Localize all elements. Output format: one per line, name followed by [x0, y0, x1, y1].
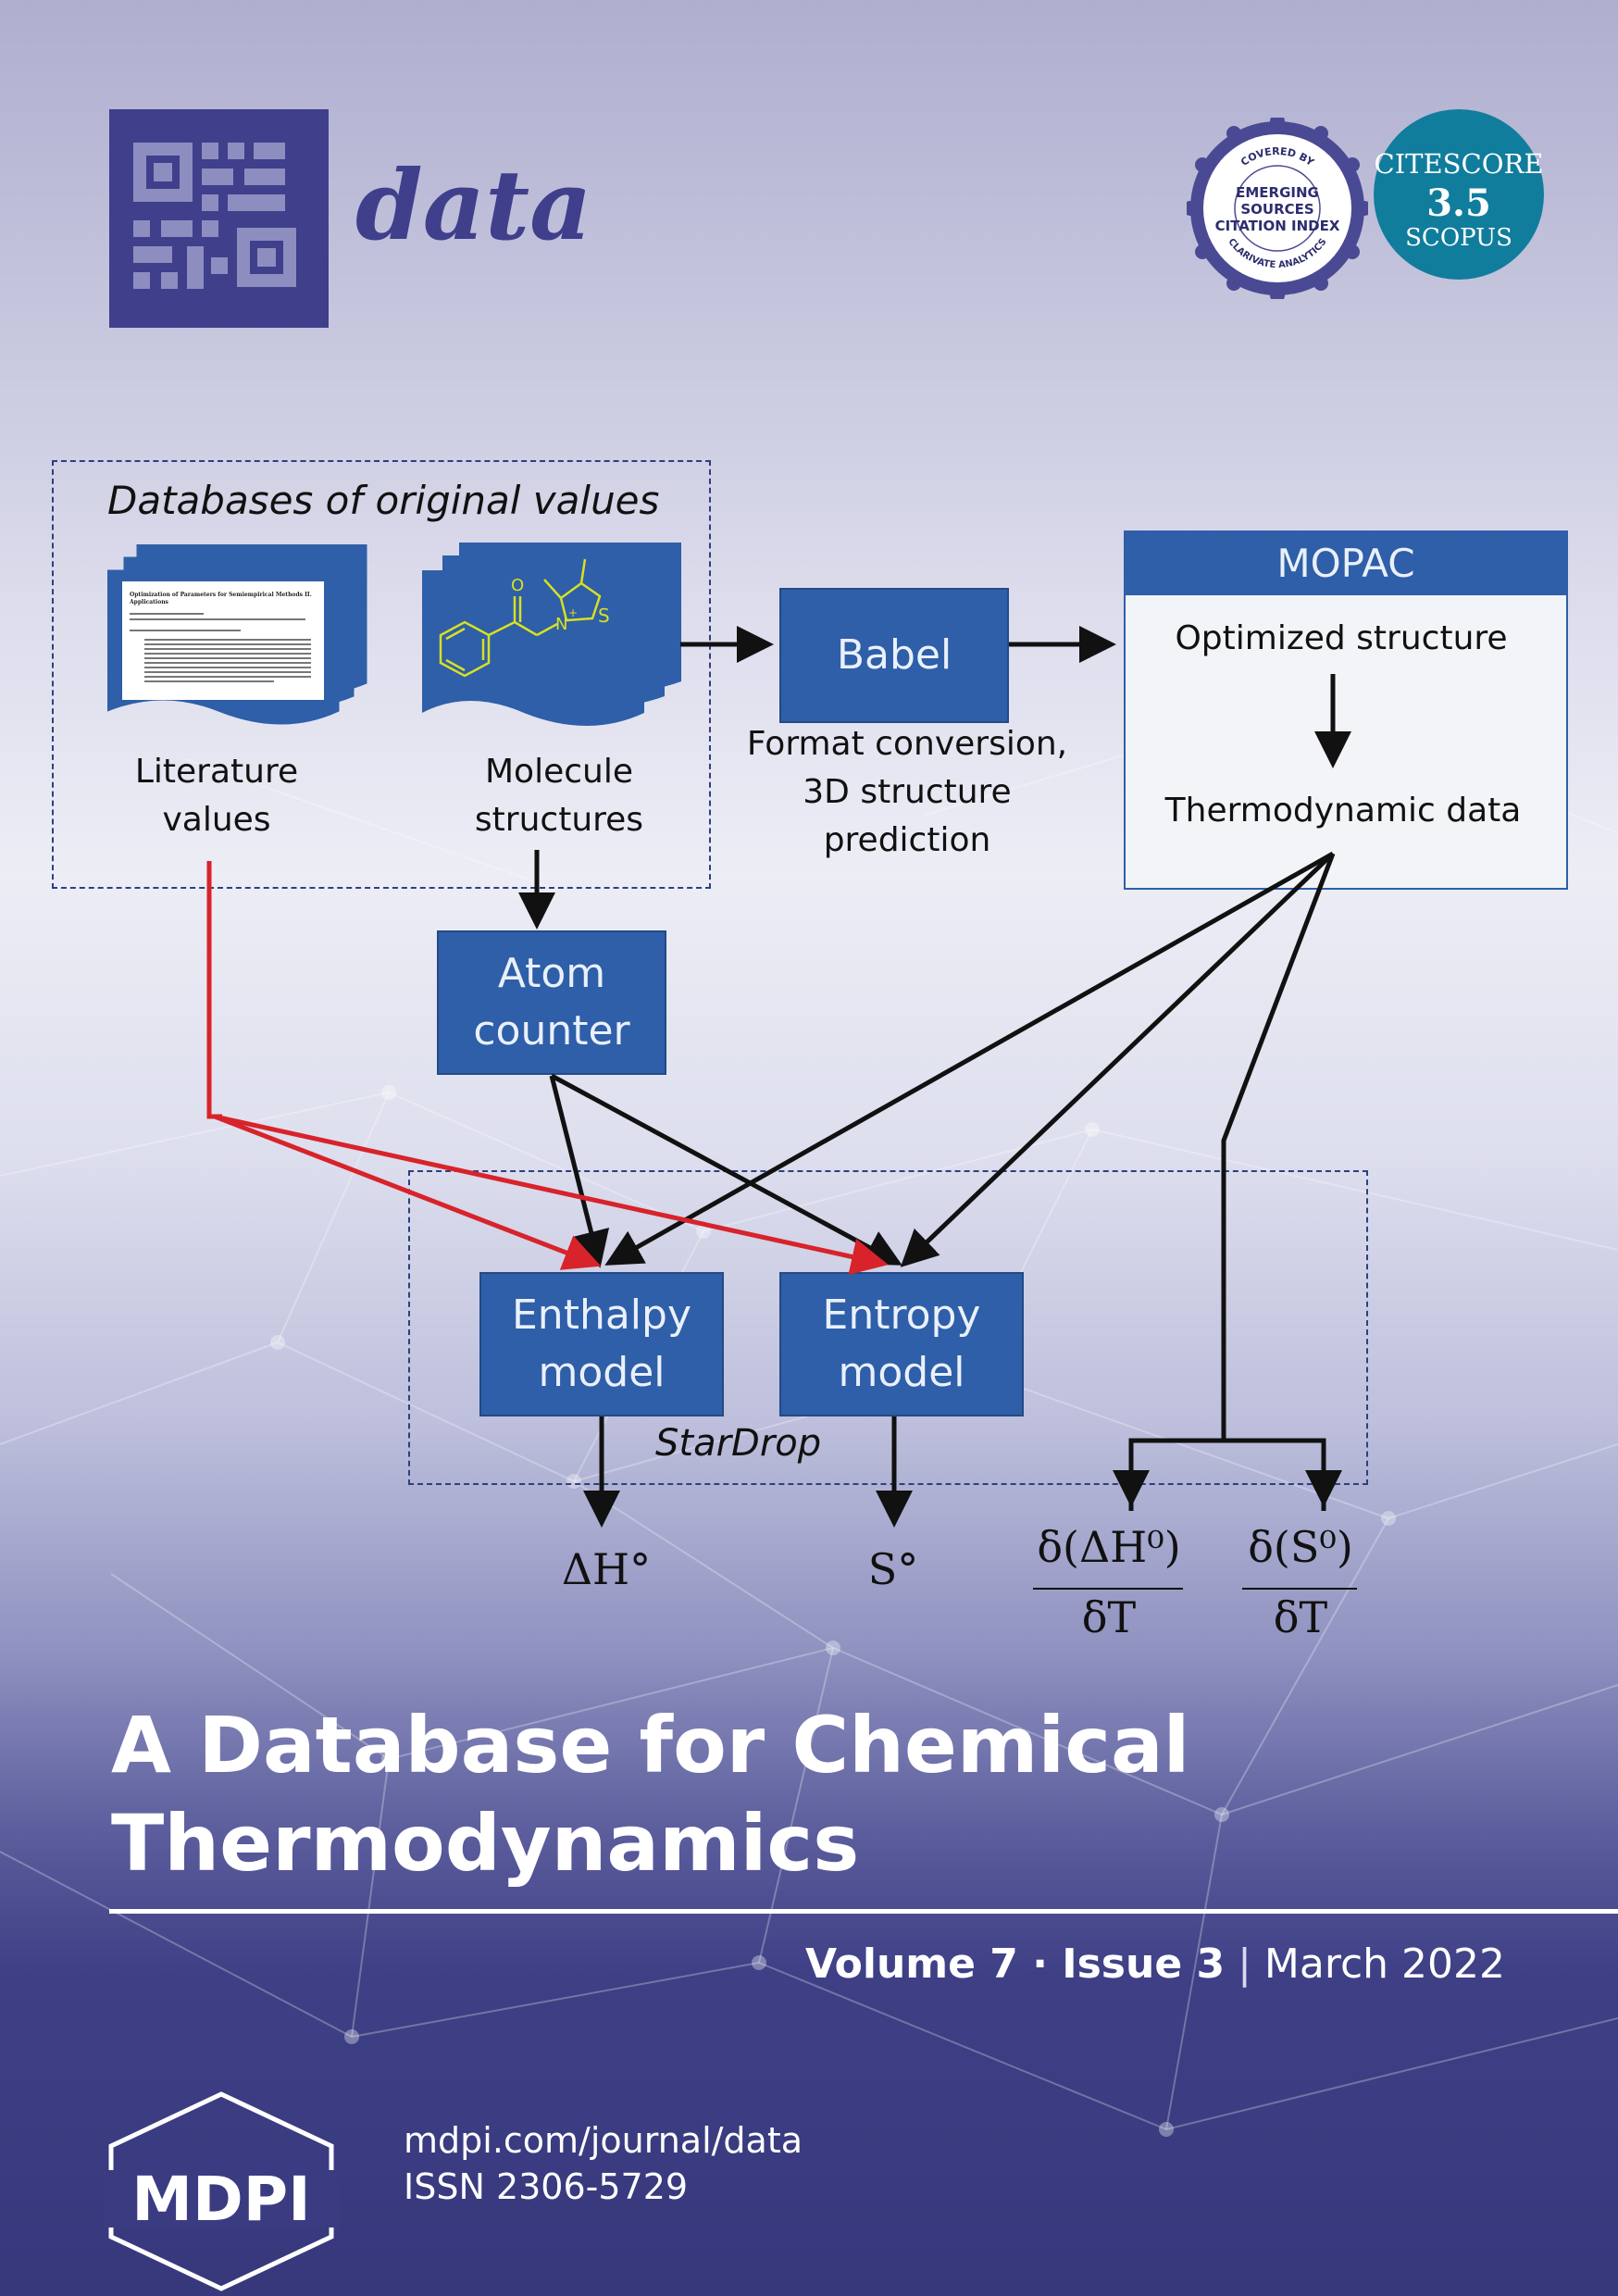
issue-number: Issue 3 — [1062, 1940, 1226, 1988]
issue-info: Volume 7 · Issue 3 | March 2022 — [804, 1940, 1505, 1988]
babel-box: Babel — [779, 588, 1009, 723]
optimized-structure-label: Optimized structure — [1175, 619, 1508, 657]
databases-group — [52, 460, 711, 889]
esci-line3: CITATION INDEX — [1215, 218, 1340, 234]
journal-name: data — [355, 148, 592, 262]
fraction-bar-entropy — [1242, 1588, 1357, 1590]
babel-label: Babel — [836, 631, 952, 680]
bracket-derivatives — [1128, 1438, 1326, 1511]
journal-logo — [109, 109, 329, 328]
atom-o-label: O — [511, 576, 524, 595]
literature-document-icon: Optimization of Parameters for Semiempir… — [107, 544, 367, 725]
doc-paper-title: Optimization of Parameters for Semiempir… — [129, 592, 314, 605]
journal-url[interactable]: mdpi.com/journal/data — [404, 2120, 803, 2161]
issn: ISSN 2306-5729 — [404, 2166, 689, 2207]
atom-n-label: N — [555, 615, 567, 634]
mdpi-wordmark: MDPI — [131, 2164, 310, 2235]
esci-line1: EMERGING — [1236, 184, 1319, 201]
fraction-bar-enthalpy — [1033, 1588, 1183, 1590]
output-entropy: S° — [867, 1544, 919, 1594]
arrow-atomcounter-to-entropy — [550, 1073, 902, 1266]
output-dentropy-numerator: δ(S⁰) — [1248, 1522, 1353, 1572]
citescore-badge: CITESCORE 3.5 SCOPUS — [1374, 109, 1544, 280]
volume: Volume 7 — [804, 1940, 1018, 1988]
arrow-atomcounter-to-enthalpy — [549, 1075, 610, 1268]
output-denthalpy-denominator: δT — [1081, 1592, 1137, 1642]
citescore-label: CITESCORE — [1374, 148, 1544, 180]
red-line-literature — [206, 861, 222, 1119]
mdpi-logo: MDPI — [104, 2091, 339, 2291]
red-arrow-to-entropy — [214, 1114, 889, 1276]
molecule-structure-icon: O N + S — [422, 543, 681, 726]
arrow-thermo-to-entropy — [900, 852, 1335, 1267]
mopac-header: MOPAC — [1126, 532, 1566, 595]
esci-badge: COVERED BY EMERGING SOURCES CITATION IND… — [1187, 118, 1368, 299]
line-thermo-to-derivatives — [1221, 853, 1336, 1441]
mopac-panel: MOPAC — [1124, 530, 1568, 890]
output-denthalpy-numerator: δ(ΔH⁰) — [1037, 1522, 1181, 1572]
stardrop-group — [408, 1170, 1368, 1485]
atom-charge-label: + — [568, 606, 578, 619]
qr-logo-icon — [133, 143, 296, 289]
output-enthalpy: ΔH° — [561, 1544, 652, 1594]
stardrop-label: StarDrop — [655, 1422, 822, 1465]
esci-line2: SOURCES — [1240, 201, 1313, 218]
atom-s-label: S — [598, 605, 610, 627]
red-arrow-to-enthalpy — [214, 1114, 602, 1270]
databases-title: Databases of original values — [107, 478, 660, 523]
thermodynamic-data-label: Thermodynamic data — [1164, 792, 1522, 830]
hexagon-icon — [108, 2091, 334, 2291]
citescore-source: SCOPUS — [1405, 224, 1512, 252]
issue-date: March 2022 — [1263, 1940, 1505, 1988]
citescore-value: 3.5 — [1426, 181, 1491, 225]
arrow-thermo-to-enthalpy — [604, 851, 1335, 1266]
title-rule — [109, 1909, 1618, 1914]
output-dentropy-denominator: δT — [1273, 1592, 1328, 1642]
